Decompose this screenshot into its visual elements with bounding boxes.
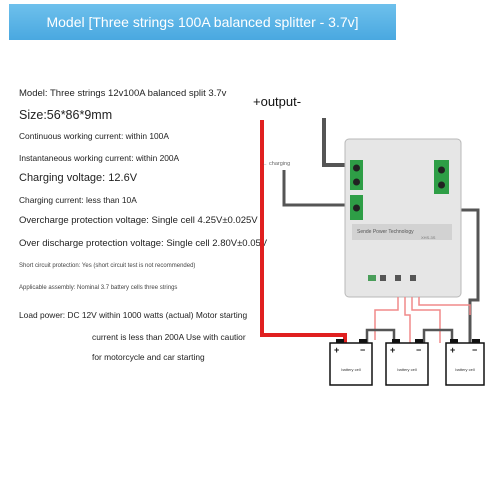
cell-2-label: battery cell: [397, 367, 417, 372]
board-code-label: XHS-3S: [421, 235, 436, 240]
spec-charging-voltage: Charging voltage: 12.6V: [19, 172, 138, 184]
cell-terminal: [392, 339, 400, 343]
banner-title: Model [Three strings 100A balanced split…: [46, 14, 359, 30]
cell-2-minus: −: [416, 345, 422, 355]
cell-terminal: [472, 339, 480, 343]
board-chip: [410, 275, 416, 281]
charging-wire: [282, 170, 345, 207]
terminal-screw: [353, 164, 360, 172]
output-negative-wire: [322, 118, 347, 167]
cell-terminal: [359, 339, 367, 343]
spec-charging-current: Charging current: less than 10A: [19, 195, 137, 205]
spec-size: Size:56*86*9mm: [19, 108, 113, 122]
spec-load-power-line3: for motorcycle and car starting: [92, 352, 205, 362]
spec-assembly: Applicable assembly: Nominal 3.7 battery…: [19, 285, 178, 291]
cell-3-minus: −: [472, 345, 478, 355]
board-chip: [395, 275, 401, 281]
terminal-right: [434, 160, 449, 194]
spec-load-power-line1: Load power: DC 12V within 1000 watts (ac…: [19, 310, 248, 320]
battery-cell-1: [329, 342, 373, 386]
series-link: [365, 328, 396, 343]
cell-terminal: [450, 339, 458, 343]
board-label-strip: [352, 224, 452, 240]
cell-terminal: [336, 339, 344, 343]
cell-3-plus: +: [450, 345, 456, 355]
title-banner: Model [Three strings 100A balanced split…: [9, 4, 396, 40]
spec-instantaneous-current: Instantaneous working current: within 20…: [19, 153, 180, 163]
board-chip: [380, 275, 386, 281]
board-brand-label: Sende Power Technology: [357, 229, 414, 235]
terminal-screw: [353, 204, 360, 212]
terminal-screw: [438, 181, 445, 189]
spec-continuous-current: Continuous working current: within 100A: [19, 131, 169, 141]
spec-overdischarge-voltage: Over discharge protection voltage: Singl…: [19, 238, 268, 249]
spec-overcharge-voltage: Overcharge protection voltage: Single ce…: [19, 215, 258, 226]
cell-3-label: battery cell: [455, 367, 475, 372]
output-positive-wire: [260, 120, 347, 343]
charging-label: ← charging: [262, 161, 291, 167]
board-chip: [368, 275, 376, 281]
cell-2-plus: +: [390, 345, 396, 355]
cell-1-plus: +: [334, 345, 340, 355]
spec-short-circuit: Short circuit protection: Yes (short cir…: [19, 263, 196, 269]
cell-1-label: battery cell: [341, 367, 361, 372]
terminal-screw: [353, 178, 360, 186]
balance-wire: [418, 297, 471, 315]
spec-load-power-line2: current is less than 200A Use with cauti…: [92, 332, 246, 342]
protection-board: [344, 138, 462, 298]
balance-wire: [411, 297, 441, 343]
battery-cell-3: [445, 342, 485, 386]
balance-wire: [374, 297, 399, 340]
cell-1-minus: −: [360, 345, 366, 355]
terminal-screw: [438, 166, 445, 174]
spec-model: Model: Three strings 12v100A balanced sp…: [19, 88, 227, 99]
output-label: +output-: [253, 94, 302, 109]
balance-wire: [404, 297, 411, 343]
cell-terminal: [415, 339, 423, 343]
series-link: [422, 328, 454, 343]
battery-cell-2: [385, 342, 429, 386]
